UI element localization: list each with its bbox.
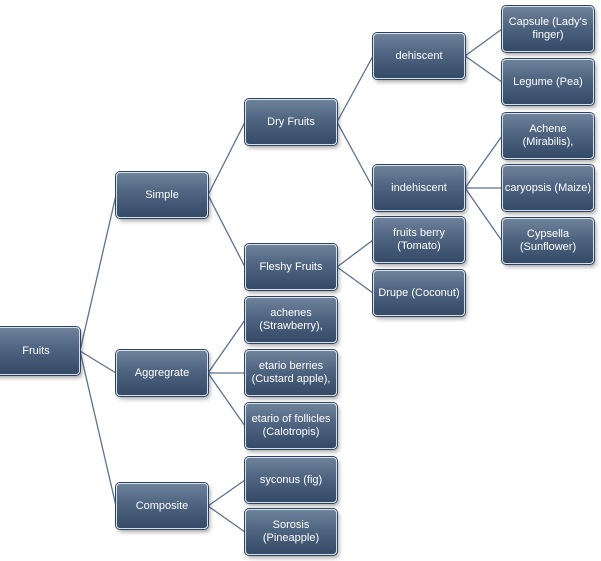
connector-dehiscent-capsule xyxy=(464,28,503,57)
node-syconus: syconus (fig) xyxy=(245,457,337,503)
connector-indehiscent-cypsella xyxy=(464,187,503,242)
node-simple: Simple xyxy=(116,172,208,218)
connector-composite-sorosis xyxy=(207,505,246,533)
node-aggregate: Aggregrate xyxy=(116,350,208,396)
connector-dry-dehiscent xyxy=(336,55,374,123)
connector-fruits-aggregate xyxy=(79,350,117,374)
node-etario-follicles: etario of follicles (Calotropis) xyxy=(245,403,337,449)
connector-fleshy-drupe xyxy=(336,266,374,294)
connector-simple-dry xyxy=(207,121,246,196)
connector-dehiscent-legume xyxy=(464,55,503,83)
node-drupe: Drupe (Coconut) xyxy=(373,270,465,316)
node-composite: Composite xyxy=(116,483,208,529)
node-etario-berries: etario berries (Custard apple), xyxy=(245,350,337,396)
node-cypsella: Cypsella (Sunflower) xyxy=(502,218,594,264)
node-sorosis: Sorosis (Pineapple) xyxy=(245,509,337,555)
connector-fleshy-berry xyxy=(336,239,374,268)
node-fruits-berry: fruits berry (Tomato) xyxy=(373,217,465,263)
node-legume: Legume (Pea) xyxy=(502,59,594,105)
node-achenes: achenes (Strawberry), xyxy=(245,297,337,343)
connector-composite-syconus xyxy=(207,479,246,507)
node-indehiscent: indehiscent xyxy=(373,165,465,211)
connector-simple-fleshy xyxy=(207,194,246,268)
connector-fruits-simple xyxy=(79,194,117,352)
node-capsule: Capsule (Lady's finger) xyxy=(502,6,594,52)
connector-aggregate-achenes xyxy=(207,319,246,374)
connector-dry-indehiscent xyxy=(336,121,374,189)
connector-fruits-composite xyxy=(79,350,117,507)
node-dry-fruits: Dry Fruits xyxy=(245,99,337,145)
node-achene: Achene (Mirabilis), xyxy=(502,113,594,159)
node-fruits: Fruits xyxy=(0,327,80,375)
node-dehiscent: dehiscent xyxy=(373,33,465,79)
node-fleshy-fruits: Fleshy Fruits xyxy=(245,244,337,290)
connector-indehiscent-achene xyxy=(464,135,503,189)
connector-aggregate-etario_follicles xyxy=(207,372,246,427)
node-caryopsis: caryopsis (Maize) xyxy=(502,165,594,211)
